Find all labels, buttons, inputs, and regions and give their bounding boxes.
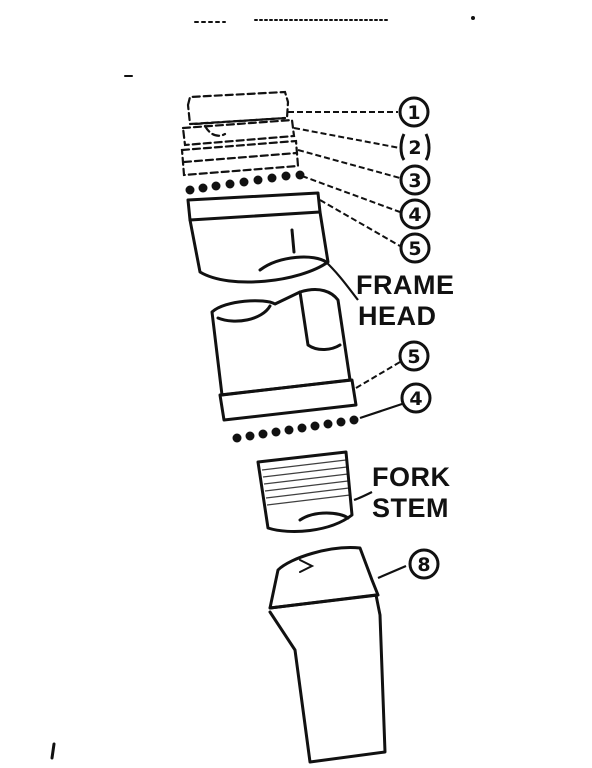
frame-head-tube <box>210 288 358 422</box>
callout-1: 1 <box>398 96 430 128</box>
leader-lines <box>288 111 407 580</box>
callout-5: 5 <box>399 232 431 264</box>
upper-ball-bearings-part-4 <box>185 170 305 195</box>
upper-frame-cup-part-5 <box>186 191 330 284</box>
callout-8: 8 <box>408 548 440 580</box>
callout-4-lower: 4 <box>400 382 432 414</box>
frame-head-label-line1: FRAME <box>356 270 455 300</box>
adjustable-cup-part-3 <box>180 139 300 177</box>
callout-5-lower-number: 5 <box>407 346 420 368</box>
fork-stem <box>256 450 354 533</box>
callout-3-number: 3 <box>408 170 421 192</box>
callout-2: 2 <box>399 133 431 161</box>
callout-4-number: 4 <box>408 204 421 226</box>
callout-5-number: 5 <box>408 238 421 260</box>
callout-2-number: 2 <box>408 137 421 159</box>
lock-washer-part-2 <box>181 118 296 147</box>
fork-crown-part-8 <box>268 546 387 764</box>
callout-8-number: 8 <box>417 554 430 576</box>
frame-head-label-line2: HEAD <box>358 301 437 331</box>
scan-artifacts <box>50 16 475 760</box>
fork-stem-label-line1: FORK <box>372 462 451 492</box>
lower-ball-bearings-part-4 <box>232 415 359 443</box>
callout-4-lower-number: 4 <box>409 388 422 410</box>
callout-1-number: 1 <box>407 102 420 124</box>
callout-4: 4 <box>399 198 431 230</box>
callout-3: 3 <box>399 164 431 196</box>
locknut-part-1 <box>186 90 290 126</box>
callout-5-lower: 5 <box>398 340 430 372</box>
fork-stem-label-line2: STEM <box>372 493 449 523</box>
